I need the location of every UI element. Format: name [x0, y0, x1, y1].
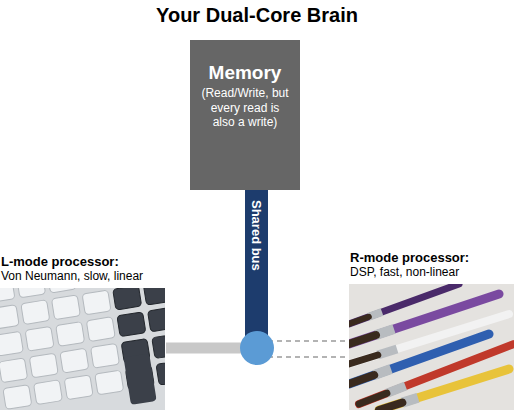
calculator-key: [148, 307, 165, 332]
calculator-key: [64, 375, 93, 400]
processor-description: DSP, fast, non-linear: [350, 265, 514, 279]
calculator-key: [143, 288, 165, 305]
calculator-key: [156, 360, 165, 385]
r-mode-processor: R-mode processor:DSP, fast, non-linear: [349, 250, 514, 410]
calculator-key: [21, 300, 50, 325]
calculator-key: [29, 353, 58, 378]
calculator-illustration: [0, 288, 165, 410]
brush-handle: [379, 369, 509, 410]
calculator-key: [95, 370, 124, 395]
photo-background: [349, 284, 514, 410]
calculator-key: [56, 322, 85, 347]
processor-description: Von Neumann, slow, linear: [1, 269, 166, 283]
paintbrush-illustration: [349, 284, 514, 410]
bus-connector: [166, 343, 245, 354]
calculator-key: [60, 348, 89, 373]
calculator-key: [86, 317, 115, 342]
calculator-key: [82, 290, 111, 315]
memory-box: Memory(Read/Write, but every read is als…: [190, 40, 300, 190]
brush-bristles: [359, 393, 387, 404]
calculator-key: [25, 326, 54, 351]
brush-bristles: [349, 375, 374, 384]
bus-connector: [268, 341, 349, 357]
calculator-body: [0, 288, 165, 410]
calculator-key: [123, 353, 156, 404]
calculator-key: [0, 305, 19, 330]
brush-handle: [349, 284, 459, 324]
brush-bristles: [349, 355, 378, 364]
calculator-key: [152, 334, 165, 359]
diagram-title: Your Dual-Core Brain: [0, 4, 514, 27]
calculator-key: [34, 380, 63, 405]
calculator-key: [0, 331, 23, 356]
shared-bus-band: Shared bus: [245, 190, 268, 348]
brush-bristles: [379, 403, 402, 410]
calculator-key: [17, 288, 46, 298]
brush-bristles: [349, 317, 369, 324]
calculator-key: [3, 385, 32, 410]
calculator-key: [51, 295, 80, 320]
calculator-key: [47, 288, 76, 293]
memory-note: (Read/Write, but every read is also a wr…: [198, 86, 292, 129]
calculator-key: [117, 312, 146, 337]
processor-heading: R-mode processor:: [350, 250, 514, 265]
calculator-key: [91, 343, 120, 368]
calculator-key: [113, 288, 142, 310]
calculator-key: [78, 288, 107, 289]
bus-label: Shared bus: [249, 200, 264, 271]
l-mode-processor: L-mode processor:Von Neumann, slow, line…: [0, 254, 166, 410]
brush-bristles: [349, 335, 376, 344]
calculator-key: [0, 288, 15, 303]
calculator-key: [0, 358, 28, 383]
processor-heading: L-mode processor:: [1, 254, 166, 269]
memory-heading: Memory: [198, 62, 292, 84]
